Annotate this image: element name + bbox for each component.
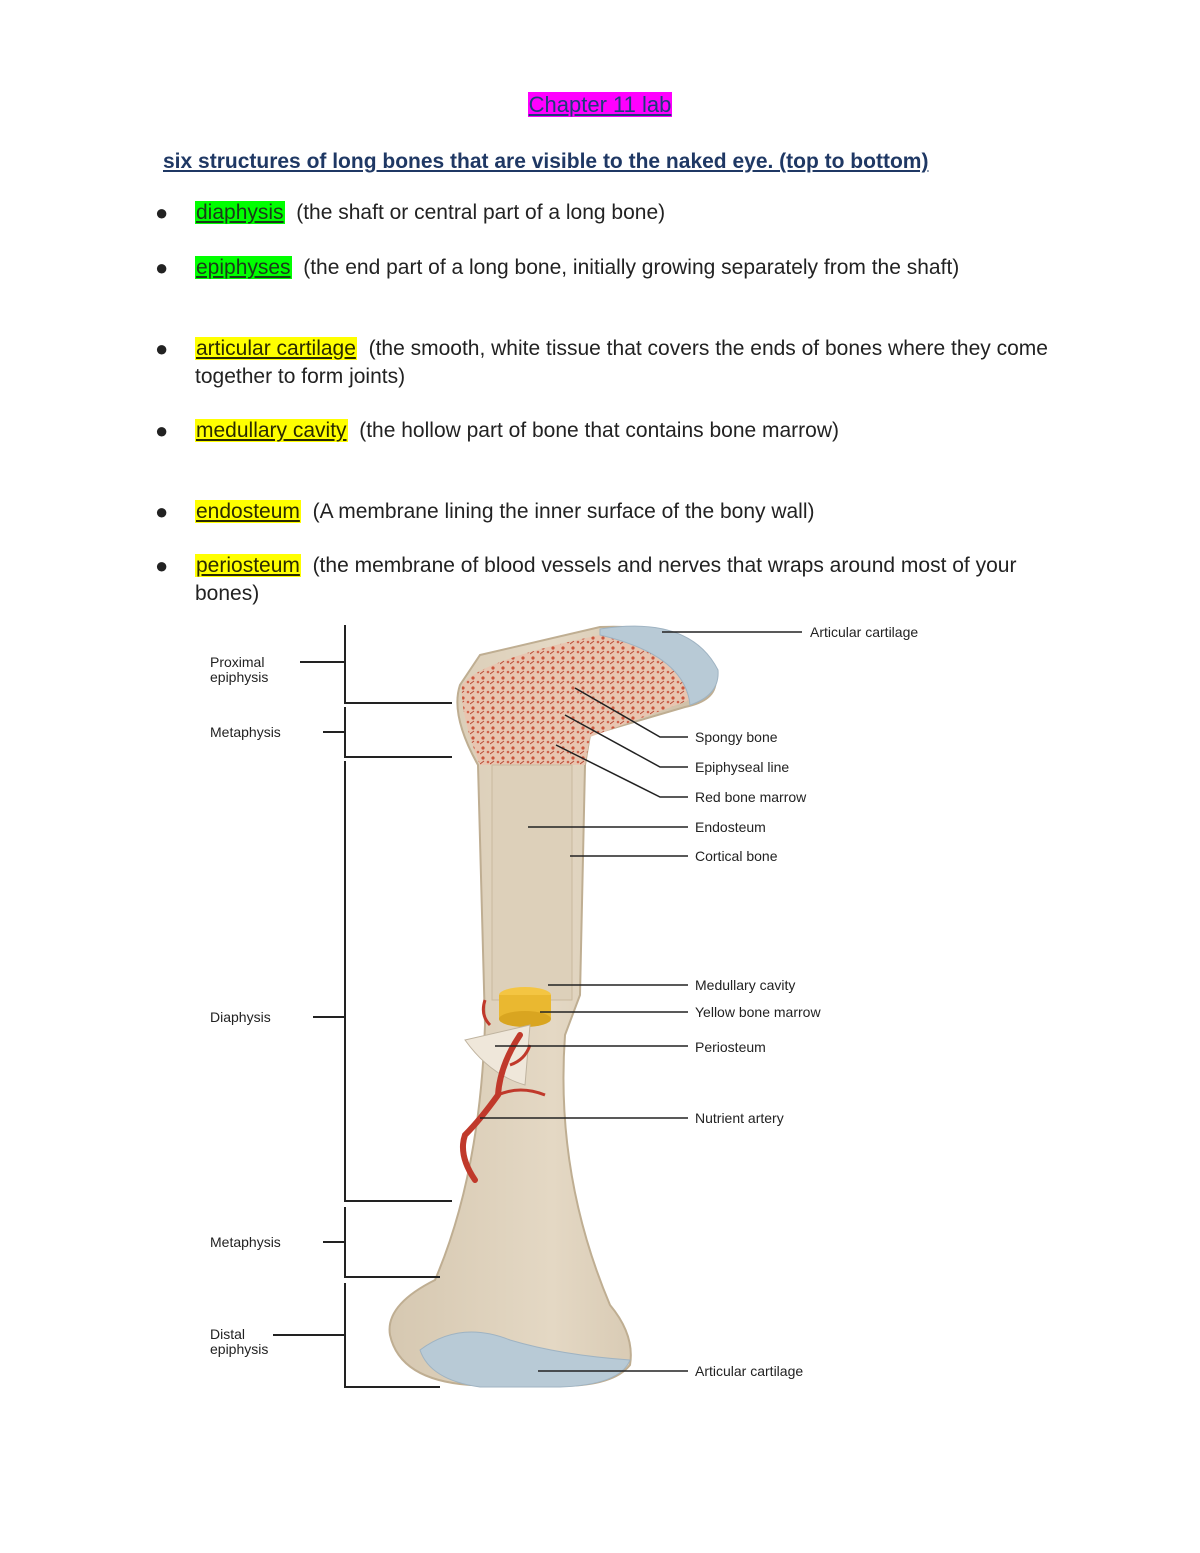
- term-highlight: medullary cavity: [195, 419, 348, 442]
- label-red-bone-marrow: Red bone marrow: [695, 789, 807, 805]
- term-description: (the membrane of blood vessels and nerve…: [195, 554, 1017, 605]
- label-diaphysis: Diaphysis: [210, 1009, 271, 1025]
- term-highlight: periosteum: [195, 554, 301, 577]
- section-heading: six structures of long bones that are vi…: [163, 150, 929, 173]
- term-description: (A membrane lining the inner surface of …: [312, 500, 815, 523]
- bullet-icon: ●: [155, 553, 169, 578]
- term-highlight: diaphysis: [195, 201, 285, 224]
- label-spongy-bone: Spongy bone: [695, 729, 778, 745]
- bullet-icon: ●: [155, 200, 169, 225]
- label-epiphyseal-line: Epiphyseal line: [695, 759, 789, 775]
- page-title-text: Chapter 11 lab: [527, 92, 673, 117]
- bullet-icon: ●: [155, 418, 169, 443]
- label-articular-cartilage-top: Articular cartilage: [810, 624, 918, 640]
- term-highlight: articular cartilage: [195, 337, 357, 360]
- region-brackets: [273, 625, 452, 1388]
- label-endosteum: Endosteum: [695, 819, 766, 835]
- label-metaphysis-bottom: Metaphysis: [210, 1234, 281, 1250]
- bullet-icon: ●: [155, 499, 169, 524]
- term-highlight: endosteum: [195, 500, 301, 523]
- label-nutrient-artery: Nutrient artery: [695, 1110, 784, 1126]
- leader-lines: [480, 631, 802, 1372]
- label-metaphysis-top: Metaphysis: [210, 724, 281, 740]
- term-description: (the smooth, white tissue that covers th…: [195, 337, 1048, 388]
- term-description: (the end part of a long bone, initially …: [303, 256, 960, 279]
- bullet-icon: ●: [155, 336, 169, 361]
- term-description: (the shaft or central part of a long bon…: [296, 201, 666, 224]
- term-description: (the hollow part of bone that contains b…: [359, 419, 840, 442]
- label-distal-epiphysis-1: Distal: [210, 1326, 245, 1342]
- bone-shape: [388, 625, 719, 1388]
- label-proximal-epiphysis-2: epiphysis: [210, 669, 268, 685]
- label-distal-epiphysis-2: epiphysis: [210, 1341, 268, 1357]
- label-articular-cartilage-bottom: Articular cartilage: [695, 1363, 803, 1379]
- term-highlight: epiphyses: [195, 256, 292, 279]
- label-cortical-bone: Cortical bone: [695, 848, 778, 864]
- label-proximal-epiphysis-1: Proximal: [210, 654, 264, 670]
- bullet-icon: ●: [155, 255, 169, 280]
- label-periosteum: Periosteum: [695, 1039, 766, 1055]
- long-bone-diagram: Proximal epiphysis Metaphysis Diaphysis …: [180, 615, 1000, 1410]
- bone-illustration: Proximal epiphysis Metaphysis Diaphysis …: [210, 624, 918, 1388]
- page-title: Chapter 11 lab: [0, 92, 1200, 118]
- label-yellow-bone-marrow: Yellow bone marrow: [695, 1004, 821, 1020]
- label-medullary-cavity: Medullary cavity: [695, 977, 795, 993]
